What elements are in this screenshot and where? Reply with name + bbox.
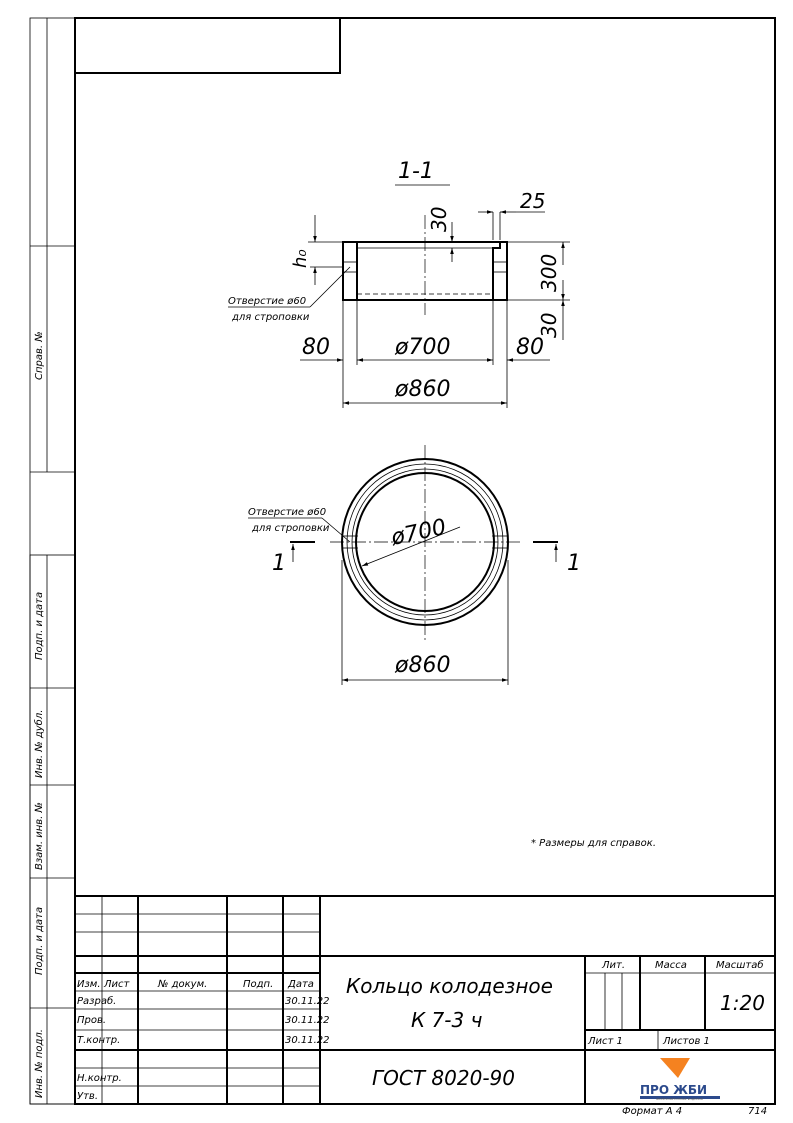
role-nkontr: Н.контр.: [77, 1073, 122, 1084]
company-logo: ПРО ЖБИ ЖЕЛЕЗОБЕТОННЫЕ ИЗДЕЛИЯ: [640, 1058, 720, 1101]
sheets-label: Листов 1: [662, 1036, 710, 1047]
dim-phi860-plan: ø860: [394, 653, 450, 678]
mass-label: Масса: [655, 960, 687, 971]
dim-80-right: 80: [516, 335, 544, 360]
doc-code: 714: [748, 1106, 767, 1117]
plan-view: ø700 Отверстие ø60 для строповки 1 1 ø86…: [248, 445, 581, 685]
hole-note-2-line2: для строповки: [251, 523, 330, 534]
logo-shape: [660, 1058, 690, 1078]
logo-subtitle: ЖЕЛЕЗОБЕТОННЫЕ ИЗДЕЛИЯ: [656, 1097, 703, 1101]
date-razrab: 30.11.22: [285, 996, 330, 1007]
col-doc: № докум.: [157, 979, 207, 990]
lit-label: Лит.: [601, 960, 625, 971]
logo-underline: [640, 1096, 720, 1099]
scale-value: 1:20: [720, 991, 765, 1015]
dim-30-top: 30: [427, 207, 451, 232]
hole-note-2-line1: Отверстие ø60: [248, 507, 326, 518]
ring-wall-left: [342, 241, 358, 301]
role-razrab: Разраб.: [77, 995, 116, 1007]
col-date: Дата: [287, 979, 314, 990]
title-block: Изм. Лист № докум. Подп. Дата Разраб. 30…: [74, 895, 776, 1105]
stamp-inv-podl: Инв. № подл.: [34, 1029, 45, 1098]
ring-wall-right: [492, 241, 508, 301]
date-prov: 30.11.22: [285, 1015, 330, 1026]
reference-note: * Размеры для справок.: [531, 838, 656, 849]
col-podp: Подп.: [243, 979, 273, 990]
cut-mark-left: 1: [272, 551, 286, 576]
col-izm: Изм.: [77, 979, 101, 990]
lifting-hole-right: [492, 261, 508, 273]
dim-25: 25: [520, 189, 545, 213]
sheet-label: Лист 1: [587, 1036, 623, 1047]
hole-note-1-line1: Отверстие ø60: [228, 296, 306, 307]
scale-label: Масштаб: [716, 959, 764, 971]
section-label: 1-1: [398, 159, 434, 184]
dim-phi700-plan: ø700: [388, 515, 448, 551]
logo-text: ПРО ЖБИ: [640, 1083, 707, 1097]
stamp-podp-data-1: Подп. и дата: [34, 592, 45, 660]
stamp-vzam-inv: Взам. инв. №: [34, 802, 45, 870]
cut-mark-right: 1: [567, 551, 581, 576]
standard-label: ГОСТ 8020-90: [372, 1066, 515, 1090]
format-label: Формат А 4: [622, 1106, 682, 1117]
role-tkontr: Т.контр.: [77, 1035, 120, 1046]
product-name-line1: Кольцо колодезное: [346, 974, 553, 998]
stamp-podp-data-2: Подп. и дата: [34, 907, 45, 975]
role-utv: Утв.: [77, 1091, 98, 1102]
hole-note-1-line2: для строповки: [231, 312, 310, 323]
dim-phi860-section: ø860: [394, 377, 450, 402]
stamp-inv-dubl: Инв. № дубл.: [33, 710, 45, 778]
col-list: Лист: [103, 979, 131, 990]
dim-h0: h₀: [290, 249, 311, 268]
date-tkontr: 30.11.22: [285, 1035, 330, 1046]
dim-80-left: 80: [302, 335, 330, 360]
dim-phi700-section: ø700: [394, 335, 450, 360]
section-view: 1-1 25 30 h₀ 3: [228, 159, 570, 408]
top-stamp-box: [74, 17, 341, 74]
dim-300: 300: [537, 254, 561, 292]
side-stamp-strip: Справ. № Подп. и дата Инв. № дубл. Взам.…: [29, 18, 76, 1105]
stamp-sprav: Справ. №: [34, 331, 45, 380]
product-name-line2: К 7-3 ч: [411, 1008, 483, 1032]
dim-30-bottom: 30: [537, 313, 561, 338]
role-prov: Пров.: [77, 1015, 106, 1026]
